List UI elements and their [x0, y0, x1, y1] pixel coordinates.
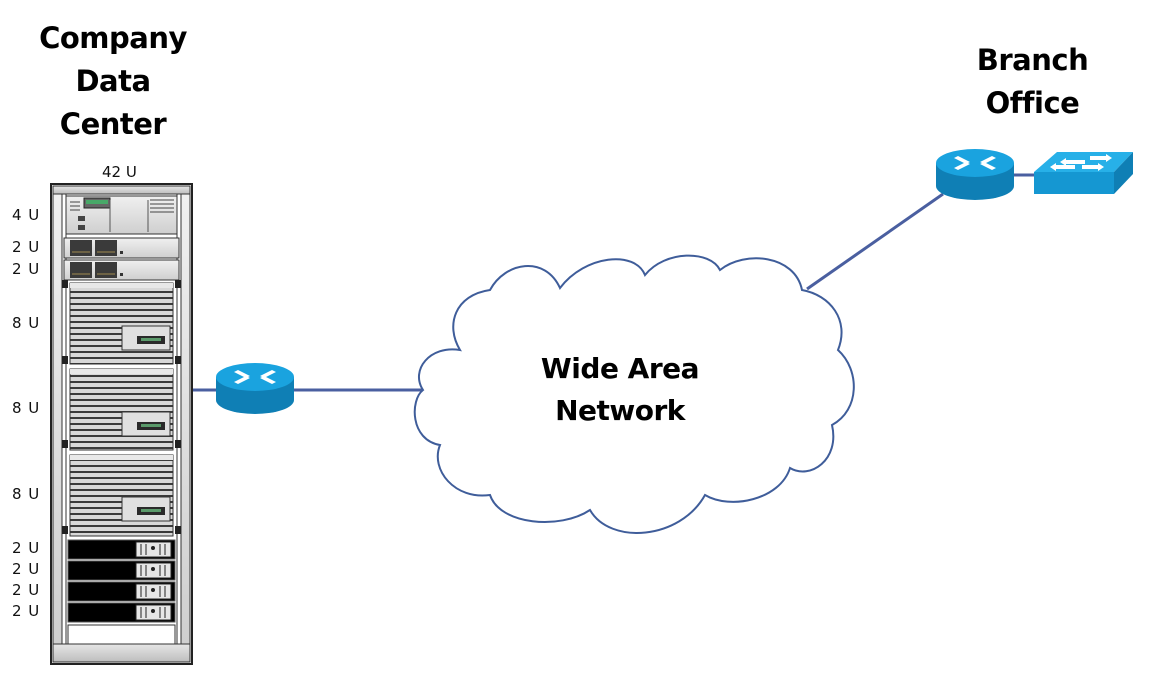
datacenter-title-line: Data: [75, 64, 151, 98]
rack-unit-label: 4 U: [12, 206, 41, 224]
server-rack: [50, 183, 193, 665]
rack-unit-label: 2 U: [12, 238, 41, 256]
wan-cloud: [413, 254, 855, 534]
rack-unit-label: 8 U: [12, 485, 41, 503]
datacenter-title-line: Center: [59, 107, 167, 141]
branch-switch-icon[interactable]: [1034, 152, 1133, 194]
rack-unit-disk-array: [63, 237, 180, 259]
rack-unit-label: 2 U: [12, 560, 41, 578]
rack-unit-blade-chassis: [69, 454, 174, 537]
rack-unit-server: [67, 602, 176, 623]
datacenter-title: Company Data Center: [28, 17, 198, 146]
wan-label-line: Network: [555, 394, 685, 427]
rack-unit-disk-array: [63, 259, 180, 281]
rack-unit-label: 8 U: [12, 314, 41, 332]
branch-title-line: Branch: [976, 43, 1089, 77]
branch-office-title: Branch Office: [950, 39, 1115, 125]
link-wan-branch-router: [806, 192, 944, 291]
wan-label-line: Wide Area: [540, 352, 700, 385]
rack-unit-server: [67, 539, 176, 560]
wan-label: Wide Area Network: [520, 348, 720, 432]
rack-unit-blade-chassis: [69, 282, 174, 365]
branch-router-icon[interactable]: [936, 149, 1014, 200]
branch-title-line: Office: [985, 86, 1080, 120]
datacenter-router-icon[interactable]: [216, 363, 294, 414]
rack-unit-blade-chassis: [69, 368, 174, 451]
rack-unit-label: 8 U: [12, 399, 41, 417]
rack-unit-label: 2 U: [12, 539, 41, 557]
datacenter-title-line: Company: [39, 21, 187, 55]
rack-unit-server: [67, 560, 176, 581]
rack-unit-label: 2 U: [12, 581, 41, 599]
rack-unit-label: 2 U: [12, 260, 41, 278]
rack-capacity-label: 42 U: [102, 163, 137, 181]
rack-unit-label: 2 U: [12, 602, 41, 620]
rack-unit-storage-controller: [65, 195, 178, 235]
rack-unit-server: [67, 581, 176, 602]
